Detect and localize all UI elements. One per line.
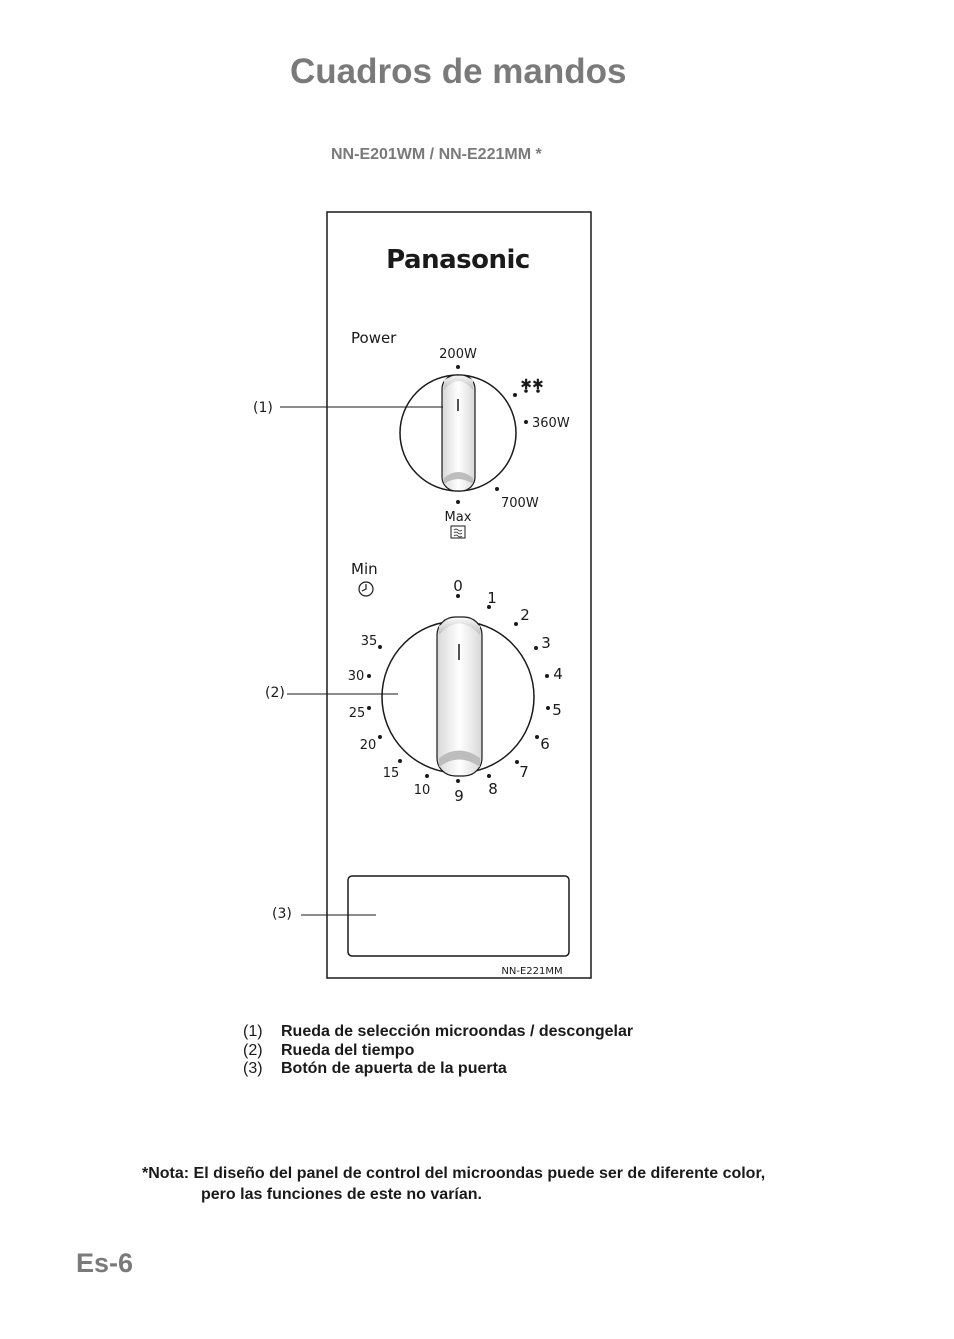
timer-dot-25: [367, 706, 371, 710]
timer-mark-7: 7: [519, 763, 529, 781]
legend-item: (2) Rueda del tiempo: [243, 1042, 633, 1061]
legend-item: (3) Botón de apuerta de la puerta: [243, 1060, 633, 1079]
timer-dot-7: [515, 760, 519, 764]
timer-mark-5: 5: [552, 701, 562, 719]
legend-item-text: Rueda de selección microondas / desconge…: [281, 1023, 634, 1040]
design-note: *Nota: El diseño del panel de control de…: [142, 1163, 765, 1205]
timer-dot-1: [487, 605, 491, 609]
svg-text:✱✱: ✱✱: [520, 377, 543, 393]
timer-dot-30: [367, 674, 371, 678]
timer-dot-9: [456, 779, 460, 783]
legend-item-number: (3): [243, 1060, 263, 1077]
timer-mark-9: 9: [454, 787, 464, 805]
timer-dot-20: [378, 735, 382, 739]
power-label: Power: [351, 329, 397, 347]
timer-mark-0: 0: [453, 577, 463, 595]
timer-dot-2: [514, 622, 518, 626]
timer-mark-20: 20: [360, 738, 377, 753]
power-mark-700w: 700W: [501, 496, 539, 511]
microwave-waves-icon: [450, 525, 466, 539]
page-number: Es-6: [76, 1248, 134, 1278]
callout-2: (2): [265, 685, 285, 701]
panel-footer-model: NN-E221MM: [501, 966, 562, 977]
snowflake-droplets-icon: ✱✱: [520, 377, 543, 393]
legend-item-text: Botón de apuerta de la puerta: [281, 1060, 507, 1077]
legend-item-number: (2): [243, 1041, 263, 1059]
timer-label: Min: [351, 560, 378, 578]
power-mark-360w: 360W: [532, 416, 570, 431]
door-open-button[interactable]: [347, 875, 570, 957]
timer-mark-30: 30: [348, 669, 365, 684]
power-knob[interactable]: [399, 374, 517, 492]
timer-dot-35: [378, 645, 382, 649]
timer-mark-8: 8: [488, 780, 498, 798]
timer-mark-25: 25: [349, 706, 366, 721]
timer-scale: 0 1 234 567 8 9 10 15 20 25 30 35: [348, 577, 563, 805]
timer-dot-6: [535, 735, 539, 739]
legend-list: (1) Rueda de selección microondas / desco…: [243, 1023, 633, 1079]
timer-mark-1: 1: [487, 589, 497, 607]
power-dot-360w: [524, 420, 528, 424]
timer-mark-3: 3: [541, 634, 551, 652]
note-line-1: *Nota: El diseño del panel de control de…: [142, 1165, 766, 1182]
timer-knob[interactable]: [381, 616, 535, 777]
note-line-2: pero las funciones de este no varían.: [201, 1186, 482, 1203]
model-subtitle: NN-E201WM / NN-E221MM *: [331, 146, 542, 163]
power-dot-200w: [456, 365, 460, 369]
timer-mark-35: 35: [361, 634, 378, 649]
legend-item-number: (1): [243, 1023, 263, 1040]
timer-dot-5: [546, 706, 550, 710]
timer-mark-6: 6: [540, 735, 550, 753]
clock-icon: [358, 581, 374, 597]
timer-dot-15: [398, 759, 402, 763]
timer-dot-3: [534, 646, 538, 650]
power-mark-max: Max: [445, 510, 472, 525]
brand-logo: Panasonic: [386, 245, 530, 275]
timer-mark-10: 10: [414, 783, 431, 798]
power-dot-defrost: [513, 393, 517, 397]
power-dot-max: [456, 500, 460, 504]
timer-mark-2: 2: [520, 606, 530, 624]
timer-mark-4: 4: [553, 665, 563, 683]
legend-item: (1) Rueda de selección microondas / desco…: [243, 1023, 633, 1042]
timer-mark-15: 15: [383, 766, 400, 781]
timer-dot-0: [456, 594, 460, 598]
timer-dot-4: [545, 674, 549, 678]
callout-1: (1): [253, 400, 273, 416]
timer-dot-8: [487, 774, 491, 778]
legend-item-text: Rueda del tiempo: [281, 1041, 415, 1059]
callout-3: (3): [272, 906, 292, 922]
page-title: Cuadros de mandos: [290, 52, 627, 91]
power-dot-700w: [495, 487, 499, 491]
power-mark-200w: 200W: [439, 347, 477, 362]
timer-dot-10: [425, 774, 429, 778]
